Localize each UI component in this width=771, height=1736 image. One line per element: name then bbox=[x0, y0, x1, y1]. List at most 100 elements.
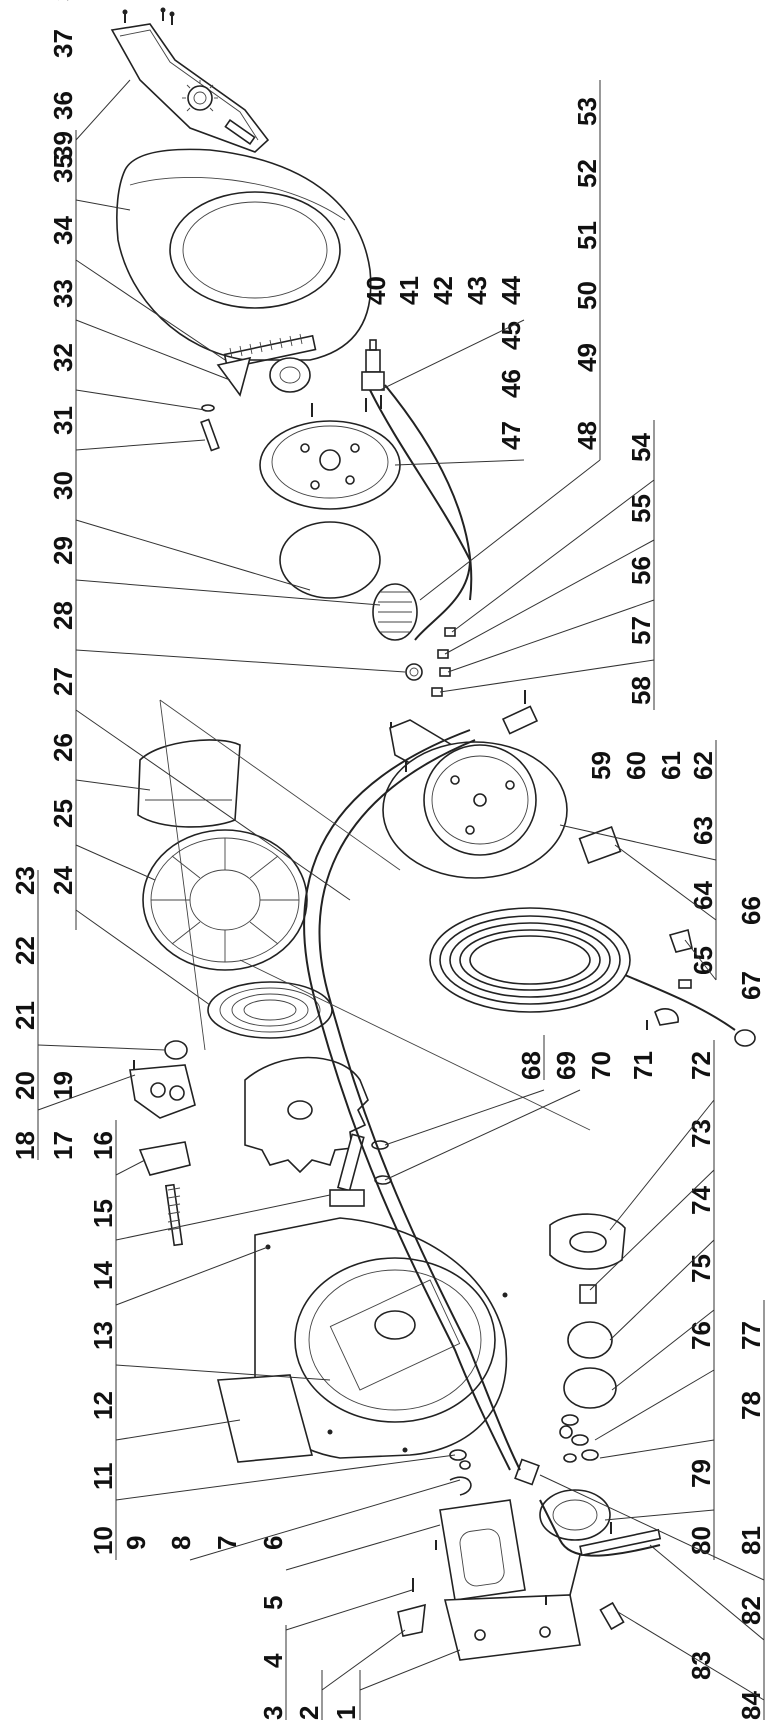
callout-17: 17 bbox=[48, 1131, 78, 1160]
callout-12: 12 bbox=[88, 1391, 118, 1420]
label-ticks bbox=[37, 80, 765, 1720]
callout-26: 26 bbox=[48, 733, 78, 762]
callouts-middle: 40 41 42 43 44 45 46 47 48 49 bbox=[361, 276, 602, 450]
callout-49: 49 bbox=[572, 343, 602, 372]
callout-52: 52 bbox=[572, 159, 602, 188]
callout-82: 82 bbox=[736, 1596, 766, 1625]
callout-55: 55 bbox=[626, 494, 656, 523]
notched-plate bbox=[244, 1056, 369, 1174]
callout-36: 36 bbox=[48, 91, 78, 120]
valve-assembly bbox=[361, 339, 385, 409]
spool-and-bearing bbox=[372, 583, 423, 681]
callouts-left: 1 2 3 4 5 6 7 8 9 10 11 12 13 14 15 16 1… bbox=[10, 0, 361, 1720]
callout-20: 20 bbox=[10, 1071, 40, 1100]
callout-78: 78 bbox=[736, 1391, 766, 1420]
flat-panel bbox=[216, 1374, 314, 1463]
callout-72: 72 bbox=[686, 1051, 716, 1080]
callout-9: 9 bbox=[121, 1536, 151, 1550]
callout-31: 31 bbox=[48, 406, 78, 435]
callout-44: 44 bbox=[496, 276, 526, 305]
mount-bracket bbox=[397, 1554, 581, 1661]
fittings-group bbox=[390, 627, 539, 735]
callout-71: 71 bbox=[628, 1051, 658, 1080]
callout-41: 41 bbox=[394, 276, 424, 305]
callout-46: 46 bbox=[496, 369, 526, 398]
callout-69: 69 bbox=[551, 1051, 581, 1080]
top-cover-plate bbox=[110, 7, 270, 153]
callout-5: 5 bbox=[258, 1596, 288, 1610]
callout-74: 74 bbox=[686, 1186, 716, 1215]
callout-10: 10 bbox=[88, 1526, 118, 1555]
filter-stack bbox=[539, 1213, 626, 1541]
callout-77: 77 bbox=[736, 1321, 766, 1350]
leader-lines bbox=[37, 79, 765, 1701]
callout-43: 43 bbox=[462, 276, 492, 305]
callout-58: 58 bbox=[626, 676, 656, 705]
callout-57: 57 bbox=[626, 616, 656, 645]
hose-lines bbox=[303, 384, 521, 1471]
hose-coil bbox=[429, 907, 756, 1047]
hose-clamp-parts bbox=[646, 929, 693, 1030]
callout-2: 2 bbox=[294, 1706, 324, 1720]
callout-4: 4 bbox=[258, 1653, 288, 1668]
callout-3: 3 bbox=[258, 1706, 288, 1720]
callout-19: 19 bbox=[48, 1071, 78, 1100]
callout-45: 45 bbox=[496, 321, 526, 350]
callout-66: 66 bbox=[736, 896, 766, 925]
ring-gear bbox=[142, 829, 308, 971]
callout-7: 7 bbox=[212, 1536, 242, 1550]
triangular-clip bbox=[216, 356, 252, 397]
callout-37: 37 bbox=[48, 29, 78, 58]
callout-40: 40 bbox=[361, 276, 391, 305]
callout-38: 38 bbox=[48, 0, 78, 1]
callout-59: 59 bbox=[586, 751, 616, 780]
callout-63: 63 bbox=[688, 816, 718, 845]
callout-8: 8 bbox=[166, 1536, 196, 1550]
drive-pinion bbox=[164, 1040, 188, 1060]
callout-28: 28 bbox=[48, 601, 78, 630]
callout-73: 73 bbox=[686, 1119, 716, 1148]
callout-54: 54 bbox=[626, 433, 656, 462]
callout-29: 29 bbox=[48, 536, 78, 565]
callout-13: 13 bbox=[88, 1321, 118, 1350]
callout-61: 61 bbox=[656, 751, 686, 780]
pin-and-clip bbox=[200, 404, 220, 452]
small-plate bbox=[578, 825, 622, 865]
callout-14: 14 bbox=[88, 1261, 118, 1290]
callout-53: 53 bbox=[572, 97, 602, 126]
callout-75: 75 bbox=[686, 1254, 716, 1283]
sleeve bbox=[137, 739, 241, 828]
callout-16: 16 bbox=[88, 1131, 118, 1160]
callout-64: 64 bbox=[688, 881, 718, 910]
callout-81: 81 bbox=[736, 1526, 766, 1555]
callout-35: 35 bbox=[48, 154, 78, 183]
callout-24: 24 bbox=[48, 866, 78, 895]
fan-plate bbox=[259, 398, 401, 510]
callout-56: 56 bbox=[626, 556, 656, 585]
callout-50: 50 bbox=[572, 281, 602, 310]
callout-47: 47 bbox=[496, 421, 526, 450]
wall-plate bbox=[435, 1499, 526, 1601]
callout-62: 62 bbox=[688, 751, 718, 780]
callout-21: 21 bbox=[10, 1001, 40, 1030]
callout-27: 27 bbox=[48, 667, 78, 696]
callout-23: 23 bbox=[10, 866, 40, 895]
bracket-assembly bbox=[129, 1060, 196, 1247]
callout-79: 79 bbox=[686, 1459, 716, 1488]
small-gear bbox=[269, 357, 311, 393]
callout-25: 25 bbox=[48, 799, 78, 828]
spring-washer-set bbox=[449, 1449, 472, 1496]
callout-1: 1 bbox=[331, 1706, 361, 1720]
callout-32: 32 bbox=[48, 343, 78, 372]
callout-18: 18 bbox=[10, 1131, 40, 1160]
callout-68: 68 bbox=[516, 1051, 546, 1080]
callout-33: 33 bbox=[48, 279, 78, 308]
callouts-right: 50 51 52 53 54 55 56 57 58 59 60 61 62 6… bbox=[516, 97, 766, 1720]
callout-67: 67 bbox=[736, 971, 766, 1000]
guide-lines bbox=[159, 699, 591, 1131]
callout-22: 22 bbox=[10, 936, 40, 965]
callout-84: 84 bbox=[736, 1691, 766, 1720]
hose-drum bbox=[382, 741, 568, 879]
drive-shaft bbox=[329, 1133, 365, 1207]
callout-76: 76 bbox=[686, 1321, 716, 1350]
